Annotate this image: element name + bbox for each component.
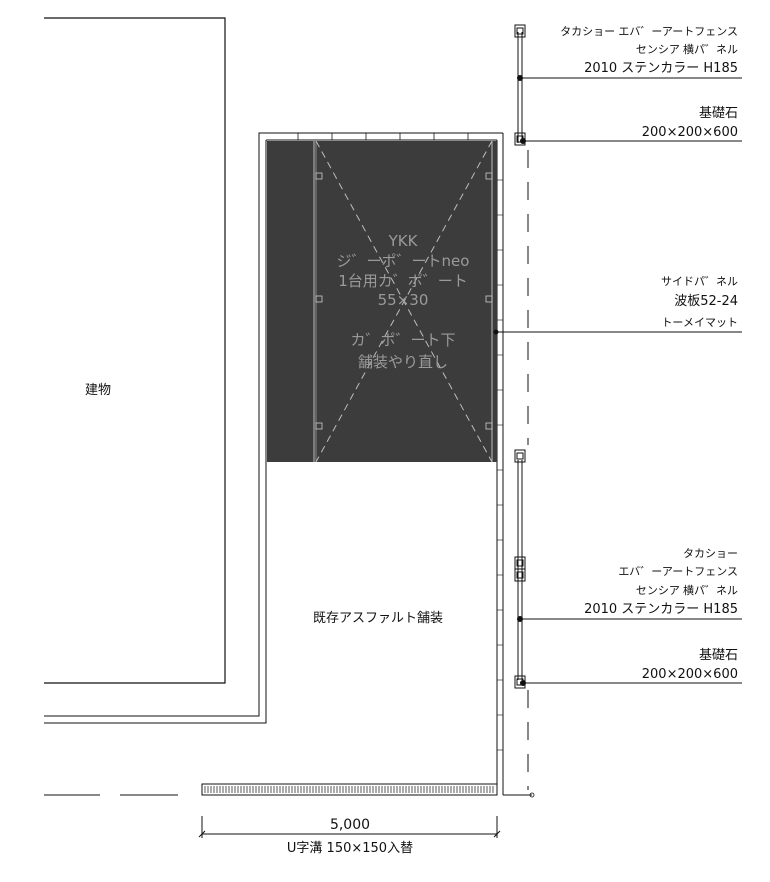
dimension-length: 5,000 <box>330 817 370 833</box>
building: 建物 <box>44 17 226 684</box>
fence-bottom-line-2: エバ゛ーアートフェンス <box>618 565 738 578</box>
carport-maker: YKK <box>388 232 419 250</box>
dimension-gutter: U字溝 150×150入替 <box>287 841 413 856</box>
stone-top-line-1: 基礎石 <box>699 106 738 121</box>
u-gutter-hatch <box>204 786 494 793</box>
fence-top-line-3: 2010 ステンカラー H185 <box>584 61 738 76</box>
side-panel-line-3: トーメイマット <box>661 316 738 329</box>
fence-bottom-line-3: センシア 横パ゛ネル <box>636 583 738 597</box>
building-label: 建物 <box>85 383 111 398</box>
fence-bottom <box>514 449 742 689</box>
side-panel-line-2: 波板52-24 <box>674 294 738 309</box>
carport-size: 55×30 <box>378 291 429 309</box>
stone-bottom-line-2: 200×200×600 <box>642 667 738 682</box>
fence-top-label: タカショー エバ゛ーアートフェンス センシア 横パ゛ネル 2010 ステンカラー… <box>560 25 738 76</box>
u-gutter <box>201 783 498 796</box>
fence-bottom-line-4: 2010 ステンカラー H185 <box>584 602 738 617</box>
dimension-line <box>198 816 501 838</box>
fence-top-line-1: タカショー エバ゛ーアートフェンス <box>560 25 738 38</box>
fence-top <box>514 24 742 146</box>
fence-top-line-2: センシア 横パ゛ネル <box>636 42 738 56</box>
side-panel-callout: サイドパ゛ネル 波板52-24 トーメイマット <box>493 275 742 335</box>
carport-note-1: カ゛ポ゛ート下 <box>350 331 455 349</box>
right-wall-ticks <box>497 179 503 751</box>
carport-posts <box>315 172 493 430</box>
carport-note-2: 舗装やり直し <box>358 353 448 371</box>
fence-bottom-label: タカショー エバ゛ーアートフェンス センシア 横パ゛ネル 2010 ステンカラー… <box>584 547 738 617</box>
stone-top-label: 基礎石 200×200×600 <box>642 106 738 140</box>
carport-diagonal-2 <box>315 140 493 463</box>
fence-bottom-line-1: タカショー <box>683 547 738 560</box>
stone-top-line-2: 200×200×600 <box>642 125 738 140</box>
carport-product: ジ゛ーポ゛ートneo <box>337 252 470 270</box>
side-panel-line-1: サイドパ゛ネル <box>661 275 738 288</box>
carport-type: 1台用カ゛ポ゛ート <box>338 272 468 290</box>
stone-bottom-line-1: 基礎石 <box>699 648 738 663</box>
carport-roof <box>267 141 497 462</box>
paving-label: 既存アスファルト舗装 <box>313 611 443 626</box>
stone-bottom-label: 基礎石 200×200×600 <box>642 648 738 682</box>
carport: YKK ジ゛ーポ゛ートneo 1台用カ゛ポ゛ート 55×30 カ゛ポ゛ート下 舗… <box>267 140 497 463</box>
